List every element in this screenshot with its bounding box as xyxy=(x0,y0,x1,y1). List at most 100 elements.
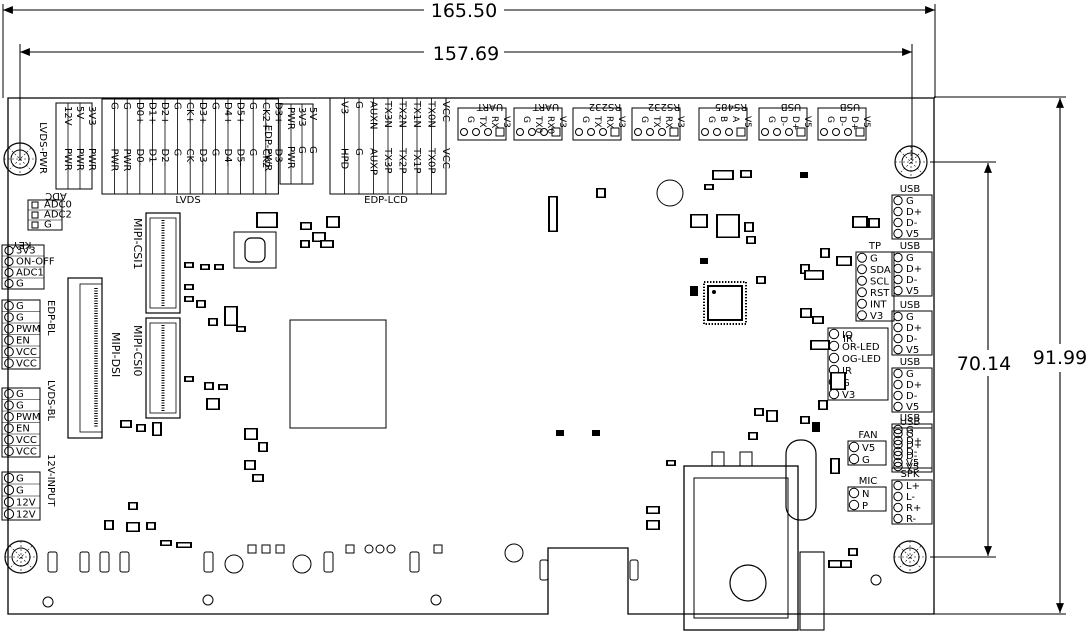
lvds-inner-label: D3- xyxy=(197,149,208,167)
smd-part-body xyxy=(246,461,254,469)
header-pin-label: G xyxy=(580,116,590,123)
edp_pwr-pin-label: PWR xyxy=(285,107,296,130)
smd-part-body xyxy=(648,521,658,529)
smd-part-body xyxy=(870,219,878,227)
pin xyxy=(472,128,480,136)
right-usb2-pin-label: D- xyxy=(906,275,918,286)
edp-inner-label: TX3P xyxy=(382,147,393,173)
header-pin-label: V3 xyxy=(675,116,685,128)
lvds-inner-label: G xyxy=(172,149,183,157)
smd-part-body xyxy=(208,399,218,409)
left-bl1-pin-label: PWM xyxy=(16,324,41,335)
mipi-csi1-connector xyxy=(145,212,181,314)
lvds-pin-label: G xyxy=(209,102,220,110)
left-bl1-pin-label: VCC xyxy=(16,359,37,370)
right-usb4-title: USB xyxy=(900,357,921,368)
smd-part-body xyxy=(842,561,850,567)
edp-pin-label: VCC xyxy=(440,101,451,122)
lvds_pwr-pin-label: 3V3 xyxy=(86,106,97,126)
header-pin-label: TX xyxy=(651,115,661,128)
right-usb5-pin-label: D+ xyxy=(906,436,922,447)
right-usb4-pin-label: D- xyxy=(906,391,918,402)
header-pin-label: G xyxy=(465,116,475,123)
pin-square xyxy=(855,127,865,137)
right-usb6-pin-label: G xyxy=(906,429,914,440)
smd-part-body xyxy=(302,223,310,229)
smd-part-body xyxy=(216,265,222,269)
lvds-pin-label: G xyxy=(172,102,183,110)
header-pin-label: RX xyxy=(663,116,673,128)
header-title: UART xyxy=(476,101,503,112)
pin xyxy=(893,450,903,461)
left-bl2-pin-label: VCC xyxy=(16,447,37,458)
header-pin-label: G xyxy=(521,116,531,123)
mipi-dsi-connector xyxy=(67,277,103,439)
pin xyxy=(828,328,840,340)
smd-part-body xyxy=(830,561,842,567)
pin xyxy=(893,435,903,446)
pin xyxy=(857,264,867,275)
lvds-inner-label: PWR xyxy=(121,149,132,172)
pin xyxy=(893,502,903,513)
lvds-pin-label: D0+ xyxy=(134,102,145,124)
right-usb3-pin-label: G xyxy=(906,312,914,323)
pin xyxy=(484,128,492,136)
lvds-pin-label: D4+ xyxy=(222,102,233,124)
header-pin-label: D- xyxy=(837,116,847,126)
right-tp-pin-label: RST xyxy=(870,288,890,299)
mounting-hole-top-right xyxy=(894,145,928,179)
pin xyxy=(4,278,14,289)
lvds-inner-label: G xyxy=(209,149,220,157)
smd-part-body xyxy=(186,285,192,289)
left-bl2-pin-label: PWM xyxy=(16,412,41,423)
edp_pwr-inner-label: G xyxy=(307,146,318,154)
header-pin-label: RX xyxy=(604,116,614,128)
lvds_pwr-inner-label: PWR xyxy=(62,148,73,171)
dimension-overall-height: 91.99 xyxy=(934,96,1090,615)
lvds_pwr-title: LVDS-PWR xyxy=(37,122,48,174)
lvds-inner-label: PWR xyxy=(109,149,120,172)
soc-chip xyxy=(289,319,387,429)
smd-part-body xyxy=(220,385,226,389)
edp_pwr-inner-label: PWR xyxy=(285,146,296,169)
pin xyxy=(4,256,14,267)
smd-part-body xyxy=(238,327,244,331)
pin xyxy=(646,128,654,136)
right-spk-connector: L+L-R+R-SPK xyxy=(891,469,933,525)
lvds-pin-label: D1+ xyxy=(146,102,157,124)
smd-part-body xyxy=(314,233,324,241)
smd-part-body xyxy=(186,297,192,301)
left-bl1-pin-label: G xyxy=(16,313,24,324)
pin xyxy=(893,263,903,274)
left-bl2-pin-label: G xyxy=(16,389,24,400)
bottom-edge-parts xyxy=(42,543,882,608)
smd-part-body xyxy=(850,549,856,555)
pin xyxy=(575,128,583,136)
pin xyxy=(785,128,793,136)
header-pin-label: G xyxy=(706,116,716,123)
smd-part xyxy=(556,430,564,436)
right-usb1-pin-label: D- xyxy=(906,218,918,229)
edp-pin-label: V3 xyxy=(339,101,350,114)
header-pin-label: TX xyxy=(477,115,487,128)
dimension-overall-width: 165.50 xyxy=(2,0,936,98)
right-usb3-title: USB xyxy=(900,300,921,311)
lvds-inner-label: D4- xyxy=(222,149,233,167)
lvds-pin-label: CK2+ xyxy=(260,102,271,130)
right-ir-pin-label: IO xyxy=(842,330,853,341)
edp-pin-label: G xyxy=(353,101,364,109)
left-adc-pin-label: ADC2 xyxy=(44,210,72,221)
right-usb4-pin-label: V5 xyxy=(906,402,919,413)
left-adc-pin-label: G xyxy=(44,220,52,231)
header-pin-label: G xyxy=(639,116,649,123)
right-tp-pin-label: V3 xyxy=(870,311,883,322)
header-pin-label: G xyxy=(825,116,835,123)
pin xyxy=(4,300,14,311)
right-usb2-pin-label: V5 xyxy=(906,286,919,297)
pin xyxy=(893,513,903,524)
